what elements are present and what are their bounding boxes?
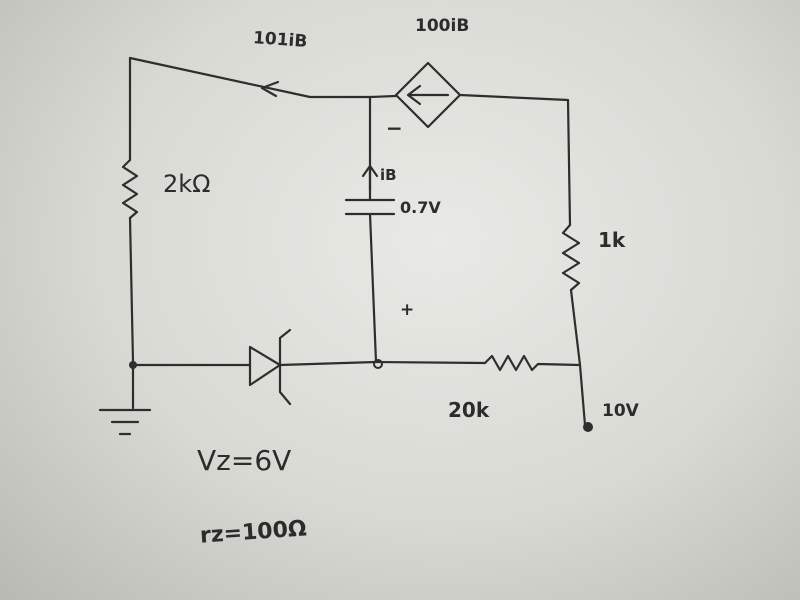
source-label: 100iB xyxy=(415,16,470,36)
right-wire-lower xyxy=(569,288,587,427)
supply-terminal xyxy=(583,422,593,432)
resistor-2k xyxy=(121,158,139,220)
r2-label: 1k xyxy=(598,228,626,252)
left-wire-lower xyxy=(128,216,135,410)
current-ib-label: iB xyxy=(380,166,397,184)
r3-label: 20k xyxy=(448,398,490,422)
zener-diode-icon xyxy=(248,328,292,406)
top-right-wire xyxy=(458,93,572,227)
supply-label: 10V xyxy=(602,401,639,421)
minus-sign: − xyxy=(386,116,403,140)
source-arrow-icon xyxy=(406,84,450,106)
middle-wire-lower xyxy=(368,212,378,364)
top-left-wire xyxy=(128,56,372,99)
top-wire-to-source xyxy=(368,94,398,99)
branch-current-label: 101iB xyxy=(252,28,308,52)
junction-node-middle xyxy=(373,359,383,369)
resistor-20k xyxy=(483,354,582,372)
ground-icon xyxy=(98,408,152,436)
zener-vz-label: Vz=6V xyxy=(197,444,292,477)
junction-node-left xyxy=(129,361,137,369)
cap-voltage-label: 0.7V xyxy=(400,198,441,217)
ib-arrow-icon xyxy=(361,164,379,192)
r1-label: 2kΩ xyxy=(163,170,211,198)
plus-sign: + xyxy=(400,300,415,320)
resistor-1k xyxy=(561,223,581,292)
capacitor-icon xyxy=(344,198,396,216)
current-arrow-icon xyxy=(260,80,280,98)
